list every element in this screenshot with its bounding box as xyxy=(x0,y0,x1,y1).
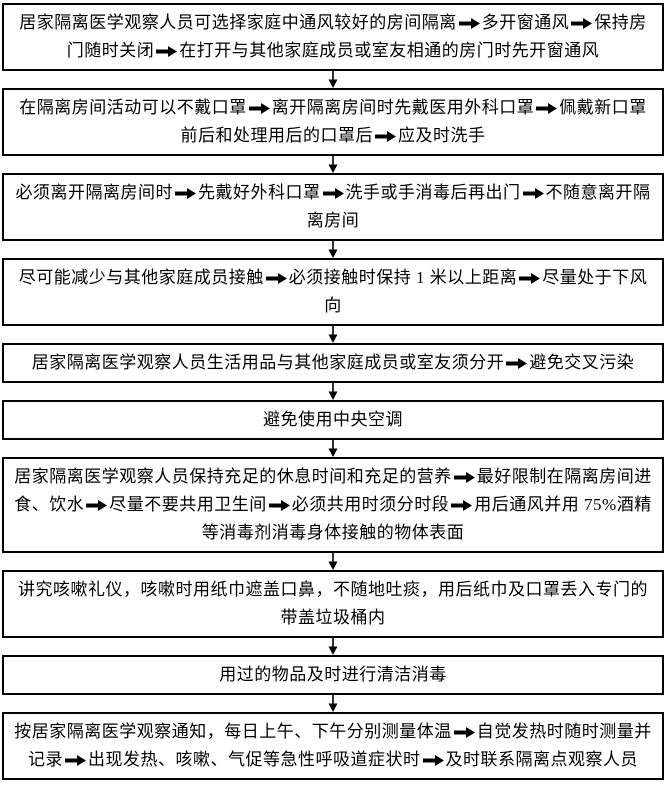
flow-box-7: 居家隔离医学观察人员保持充足的休息时间和充足的营养最好限制在隔离房间进食、饮水尽… xyxy=(2,457,664,553)
flow-box-10-segment-2: 自觉发热时随时测量并记录 xyxy=(28,722,652,769)
flow-box-4-segment-1: 尽可能减少与其他家庭成员接触 xyxy=(18,268,264,287)
down-arrow-connector xyxy=(328,695,338,712)
down-arrow-connector xyxy=(328,440,338,457)
flow-box-3-segment-1: 必须离开隔离房间时 xyxy=(15,183,173,202)
flow-box-10: 按居家隔离医学观察通知，每日上午、下午分别测量体温自觉发热时随时测量并记录出现发… xyxy=(2,712,664,780)
right-arrow-icon xyxy=(86,500,108,511)
flow-box-2-segment-4: 应及时洗手 xyxy=(398,126,486,145)
right-arrow-icon xyxy=(571,18,593,29)
flow-box-2: 在隔离房间活动可以不戴口罩 离开隔离房间时先戴医用外科口罩佩戴新口罩前后和处理用后… xyxy=(2,88,664,156)
flow-box-2-segment-1: 在隔离房间活动可以不戴口罩 xyxy=(19,98,247,117)
flow-box-6-segment-1: 避免使用中央空调 xyxy=(263,410,403,429)
flow-box-5: 居家隔离医学观察人员生活用品与其他家庭成员或室友须分开 避免交叉污染 xyxy=(2,343,664,383)
right-arrow-icon xyxy=(453,727,475,738)
flow-box-7-segment-2: 最好限制在隔离房间进食、饮水 xyxy=(14,467,652,514)
flow-box-10-segment-1: 按居家隔离医学观察通知，每日上午、下午分别测量体温 xyxy=(14,722,452,741)
flow-box-8: 讲究咳嗽礼仪，咳嗽时用纸巾遮盖口鼻，不随地吐痰，用后纸巾及口罩丢入专门的带盖垃圾… xyxy=(2,570,664,638)
down-arrow-connector xyxy=(328,326,338,343)
flow-box-4: 尽可能减少与其他家庭成员接触 必须接触时保持 1 米以上距离尽量处于下风向 xyxy=(2,258,664,326)
flow-box-9-segment-1: 用过的物品及时进行清洁消毒 xyxy=(219,665,447,684)
down-arrow-connector xyxy=(328,156,338,173)
right-arrow-icon xyxy=(265,273,287,284)
right-arrow-icon xyxy=(536,103,558,114)
flow-box-3: 必须离开隔离房间时 先戴好外科口罩 洗手或手消毒后再出门不随意离开隔离房间 xyxy=(2,173,664,241)
flow-box-1-segment-1: 居家隔离医学观察人员可选择家庭中通风较好的房间隔离 xyxy=(19,13,457,32)
right-arrow-icon xyxy=(268,500,290,511)
right-arrow-icon xyxy=(458,18,480,29)
right-arrow-icon xyxy=(248,103,270,114)
flow-box-5-segment-1: 居家隔离医学观察人员生活用品与其他家庭成员或室友须分开 xyxy=(31,353,505,372)
flow-box-7-segment-4: 必须共用时须分时段 xyxy=(291,495,450,514)
right-arrow-icon xyxy=(65,755,86,766)
flow-box-4-segment-2: 必须接触时保持 1 米以上距离 xyxy=(288,268,518,287)
flow-box-3-segment-2: 先戴好外科口罩 xyxy=(198,183,321,202)
right-arrow-icon xyxy=(453,472,475,483)
flow-box-3-segment-4: 不随意离开隔离房间 xyxy=(306,183,651,230)
flow-box-5-segment-2: 避免交叉污染 xyxy=(529,353,635,372)
down-arrow-connector xyxy=(328,71,338,88)
flow-box-1-segment-3: 保持房门随时关闭 xyxy=(66,13,647,60)
flow-box-4-segment-3: 尽量处于下风向 xyxy=(324,268,648,315)
right-arrow-icon xyxy=(422,755,444,766)
flow-box-9: 用过的物品及时进行清洁消毒 xyxy=(2,655,664,695)
right-arrow-icon xyxy=(175,188,196,199)
right-arrow-icon xyxy=(375,131,396,142)
down-arrow-connector xyxy=(328,383,338,400)
flow-box-10-segment-3: 出现发热、咳嗽、气促等急性呼吸道症状时 xyxy=(88,750,421,769)
flow-box-1-segment-4: 在打开与其他家庭成员或室友相通的房门时先开窗通风 xyxy=(179,41,600,60)
down-arrow-connector xyxy=(328,638,338,655)
flow-box-7-segment-5: 用后通风并用 75%酒精等消毒剂消毒身体接触的物体表面 xyxy=(201,495,652,542)
right-arrow-icon xyxy=(522,188,544,199)
right-arrow-icon xyxy=(519,273,541,284)
flow-box-2-segment-2: 离开隔离房间时先戴医用外科口罩 xyxy=(271,98,535,117)
flow-box-7-segment-3: 尽量不要共用卫生间 xyxy=(109,495,267,514)
flow-box-1: 居家隔离医学观察人员可选择家庭中通风较好的房间隔离 多开窗通风保持房门随时关闭在打… xyxy=(2,3,664,71)
right-arrow-icon xyxy=(451,500,473,511)
flow-box-7-segment-1: 居家隔离医学观察人员保持充足的休息时间和充足的营养 xyxy=(14,467,452,486)
flow-box-6: 避免使用中央空调 xyxy=(2,400,664,440)
right-arrow-icon xyxy=(322,188,344,199)
flow-box-2-segment-3: 佩戴新口罩前后和处理用后的口罩后 xyxy=(180,98,647,145)
down-arrow-connector xyxy=(328,241,338,258)
flow-box-8-segment-1: 讲究咳嗽礼仪，咳嗽时用纸巾遮盖口鼻，不随地吐痰，用后纸巾及口罩丢入专门的带盖垃圾… xyxy=(18,580,648,627)
right-arrow-icon xyxy=(156,46,178,57)
flow-box-10-segment-4: 及时联系隔离点观察人员 xyxy=(445,750,638,769)
flow-box-1-segment-2: 多开窗通风 xyxy=(481,13,570,32)
down-arrow-connector xyxy=(328,553,338,570)
flow-box-3-segment-3: 洗手或手消毒后再出门 xyxy=(345,183,521,202)
right-arrow-icon xyxy=(506,358,528,369)
